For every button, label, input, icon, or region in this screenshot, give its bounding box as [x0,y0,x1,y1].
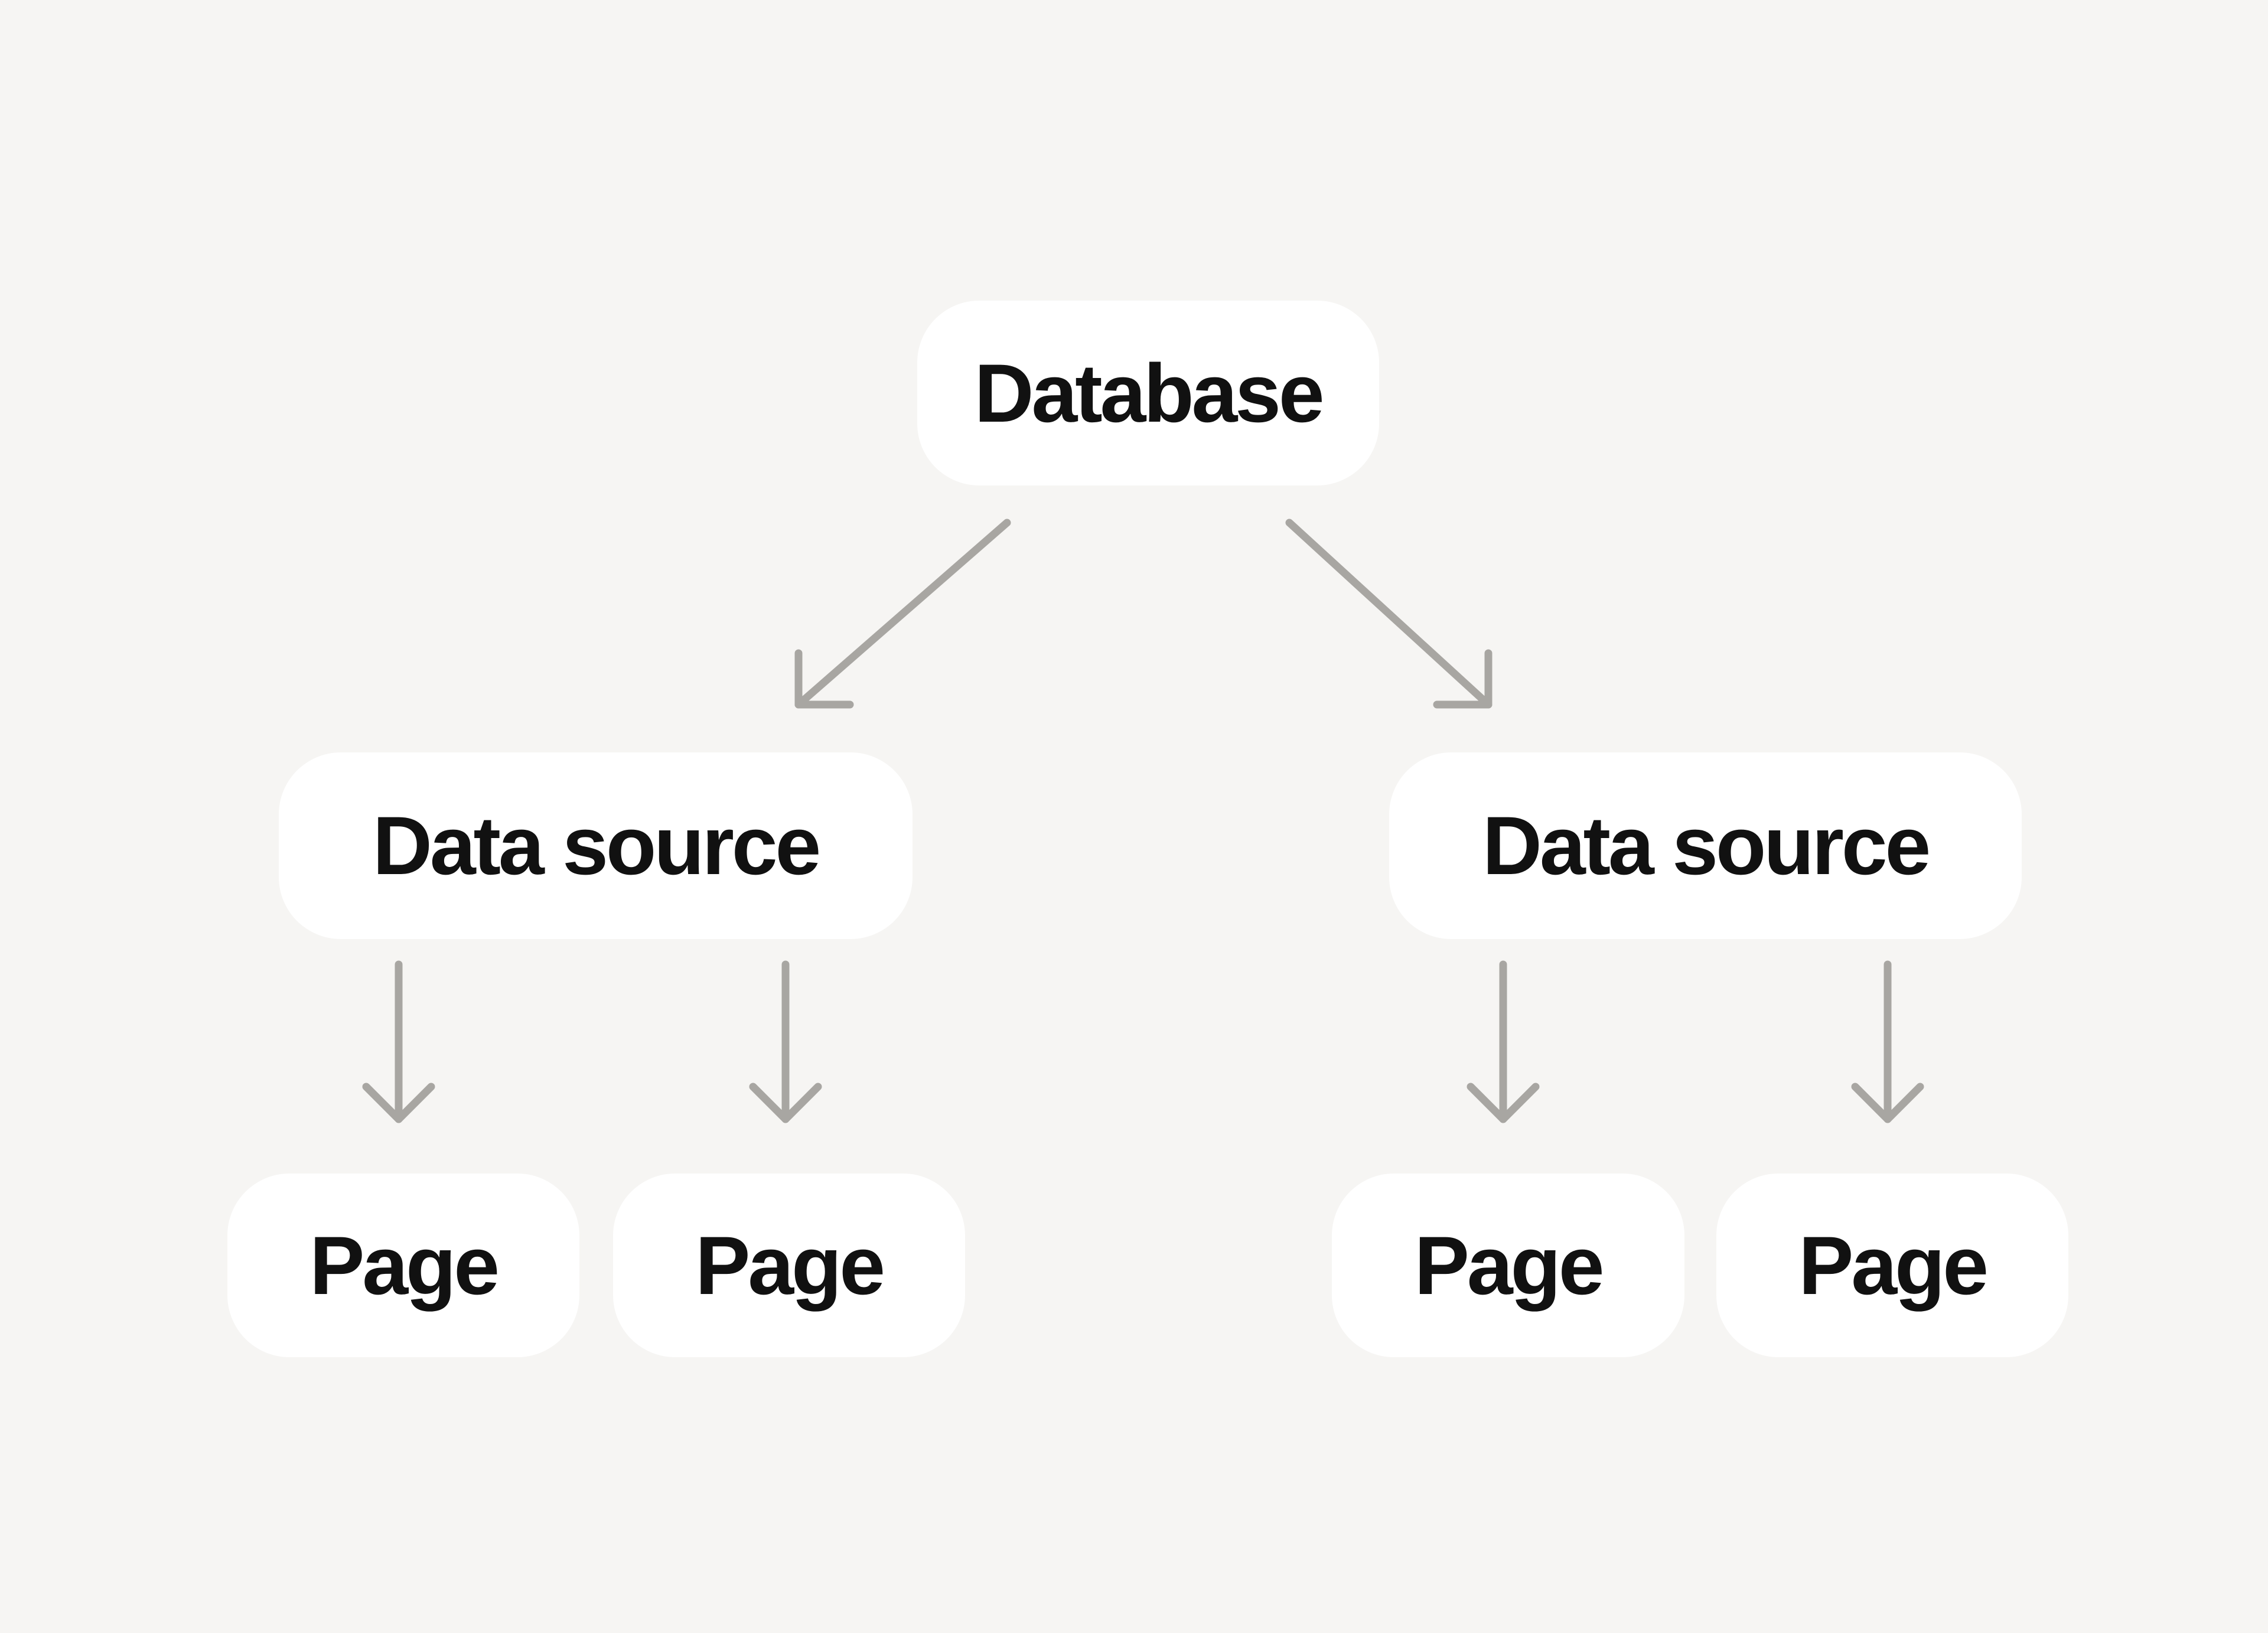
arrow-data-source-right-to-page-c [1467,960,1540,1123]
node-page-c: Page [1332,1174,1684,1357]
node-page-a: Page [227,1174,579,1357]
arrow-data-source-left-to-page-b [749,960,822,1123]
node-data-source-right: Data source [1389,752,2022,939]
node-data-source-right-label: Data source [1482,799,1931,892]
node-database: Database [917,301,1379,485]
node-data-source-left: Data source [279,752,913,939]
node-database-label: Database [974,346,1325,439]
node-page-c-label: Page [1414,1218,1605,1312]
node-page-b-label: Page [695,1218,885,1312]
node-page-b: Page [613,1174,965,1357]
node-page-d-label: Page [1798,1218,1989,1312]
node-data-source-left-label: Data source [372,799,821,892]
arrow-database-to-data-source-left [794,519,1011,709]
arrow-database-to-data-source-right [1285,519,1493,709]
arrow-data-source-left-to-page-a [362,960,435,1123]
arrow-data-source-right-to-page-d [1851,960,1924,1123]
node-page-d: Page [1716,1174,2068,1357]
node-page-a-label: Page [309,1218,500,1312]
